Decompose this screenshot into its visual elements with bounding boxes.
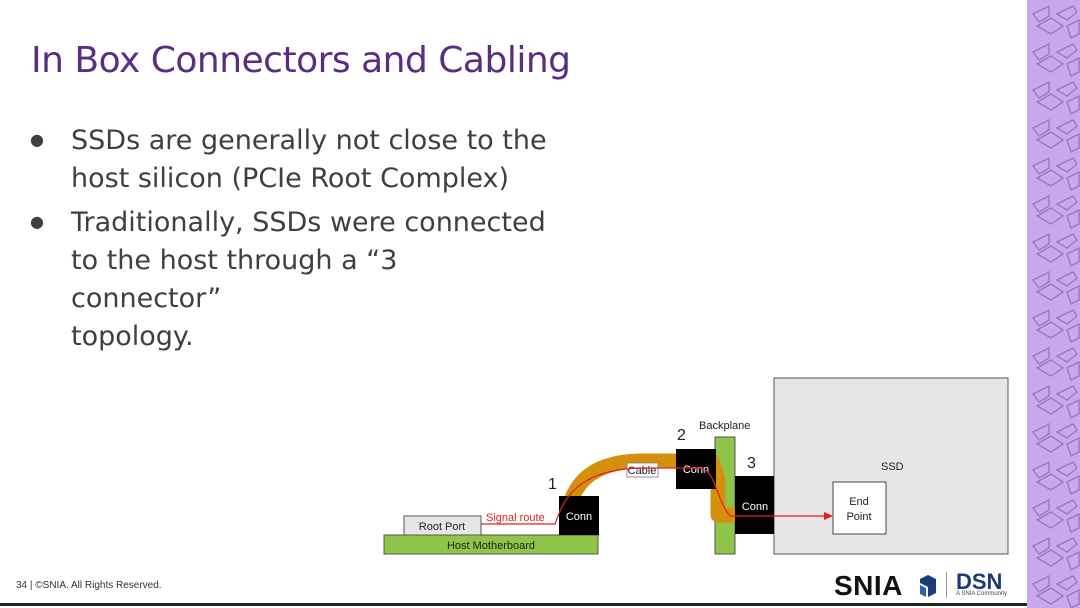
connector-number-1: 1 bbox=[548, 476, 557, 493]
snia-logo-text: SNIA bbox=[834, 570, 903, 601]
bullet-dot-icon: ● bbox=[30, 130, 44, 149]
cable-label-box bbox=[626, 462, 659, 478]
host-motherboard bbox=[383, 534, 599, 555]
dsn-subtitle: A SNIA Community bbox=[956, 591, 1008, 597]
bullet-dot-icon: ● bbox=[30, 212, 44, 231]
end-point-label-line2: Point bbox=[846, 511, 871, 523]
connector-number-2: 2 bbox=[677, 427, 686, 444]
connector-1 bbox=[559, 496, 599, 535]
host-motherboard-label: Host Motherboard bbox=[447, 540, 535, 552]
connector-3-label: Conn bbox=[742, 501, 768, 513]
chevron-pattern-icon bbox=[1032, 4, 1080, 608]
signal-arrow-head-icon bbox=[824, 512, 833, 520]
root-port-label: Root Port bbox=[419, 521, 465, 533]
root-port bbox=[403, 515, 482, 536]
ssd-box bbox=[773, 377, 1009, 555]
backplane-label: Backplane bbox=[699, 420, 750, 432]
connector-3 bbox=[735, 476, 774, 534]
bottom-rule bbox=[0, 603, 1027, 606]
bullet-line: to the host through a “3 connector” bbox=[71, 245, 398, 314]
bullet-line: Traditionally, SSDs were connected bbox=[71, 207, 546, 238]
decorative-side-band bbox=[1027, 0, 1080, 608]
connector-2-label: Conn bbox=[683, 464, 709, 476]
end-point-box bbox=[832, 481, 887, 535]
ssd-label: SSD bbox=[881, 461, 904, 473]
slide-title: In Box Connectors and Cabling bbox=[31, 40, 571, 81]
connector-2 bbox=[676, 449, 716, 489]
bullet-line: host silicon (PCIe Root Complex) bbox=[71, 163, 510, 194]
connector-topology-diagram: SSD End Point Host Motherboard Root Port… bbox=[383, 377, 1009, 555]
end-point-label-line1: End bbox=[849, 496, 869, 508]
snia-mark-icon bbox=[920, 575, 936, 597]
slide-footer: 34 | ©SNIA. All Rights Reserved. bbox=[16, 580, 162, 591]
signal-route-label: Signal route bbox=[486, 512, 545, 524]
logo-separator bbox=[946, 572, 947, 598]
connector-1-label: Conn bbox=[566, 511, 592, 523]
signal-route-line bbox=[481, 467, 830, 525]
bullet-item: ● SSDs are generally not close to the ho… bbox=[30, 122, 550, 198]
cable-label: Cable bbox=[628, 465, 657, 477]
bullet-list: ● SSDs are generally not close to the ho… bbox=[30, 122, 550, 362]
bullet-line: SSDs are generally not close to the bbox=[71, 125, 547, 156]
connector-number-3: 3 bbox=[747, 455, 756, 472]
bullet-item: ● Traditionally, SSDs were connected to … bbox=[30, 204, 550, 356]
bullet-line: topology. bbox=[71, 321, 194, 352]
dsn-logo-text: DSN bbox=[956, 569, 1003, 594]
snia-dsn-logo: SNIA DSN A SNIA Community bbox=[834, 566, 1014, 602]
